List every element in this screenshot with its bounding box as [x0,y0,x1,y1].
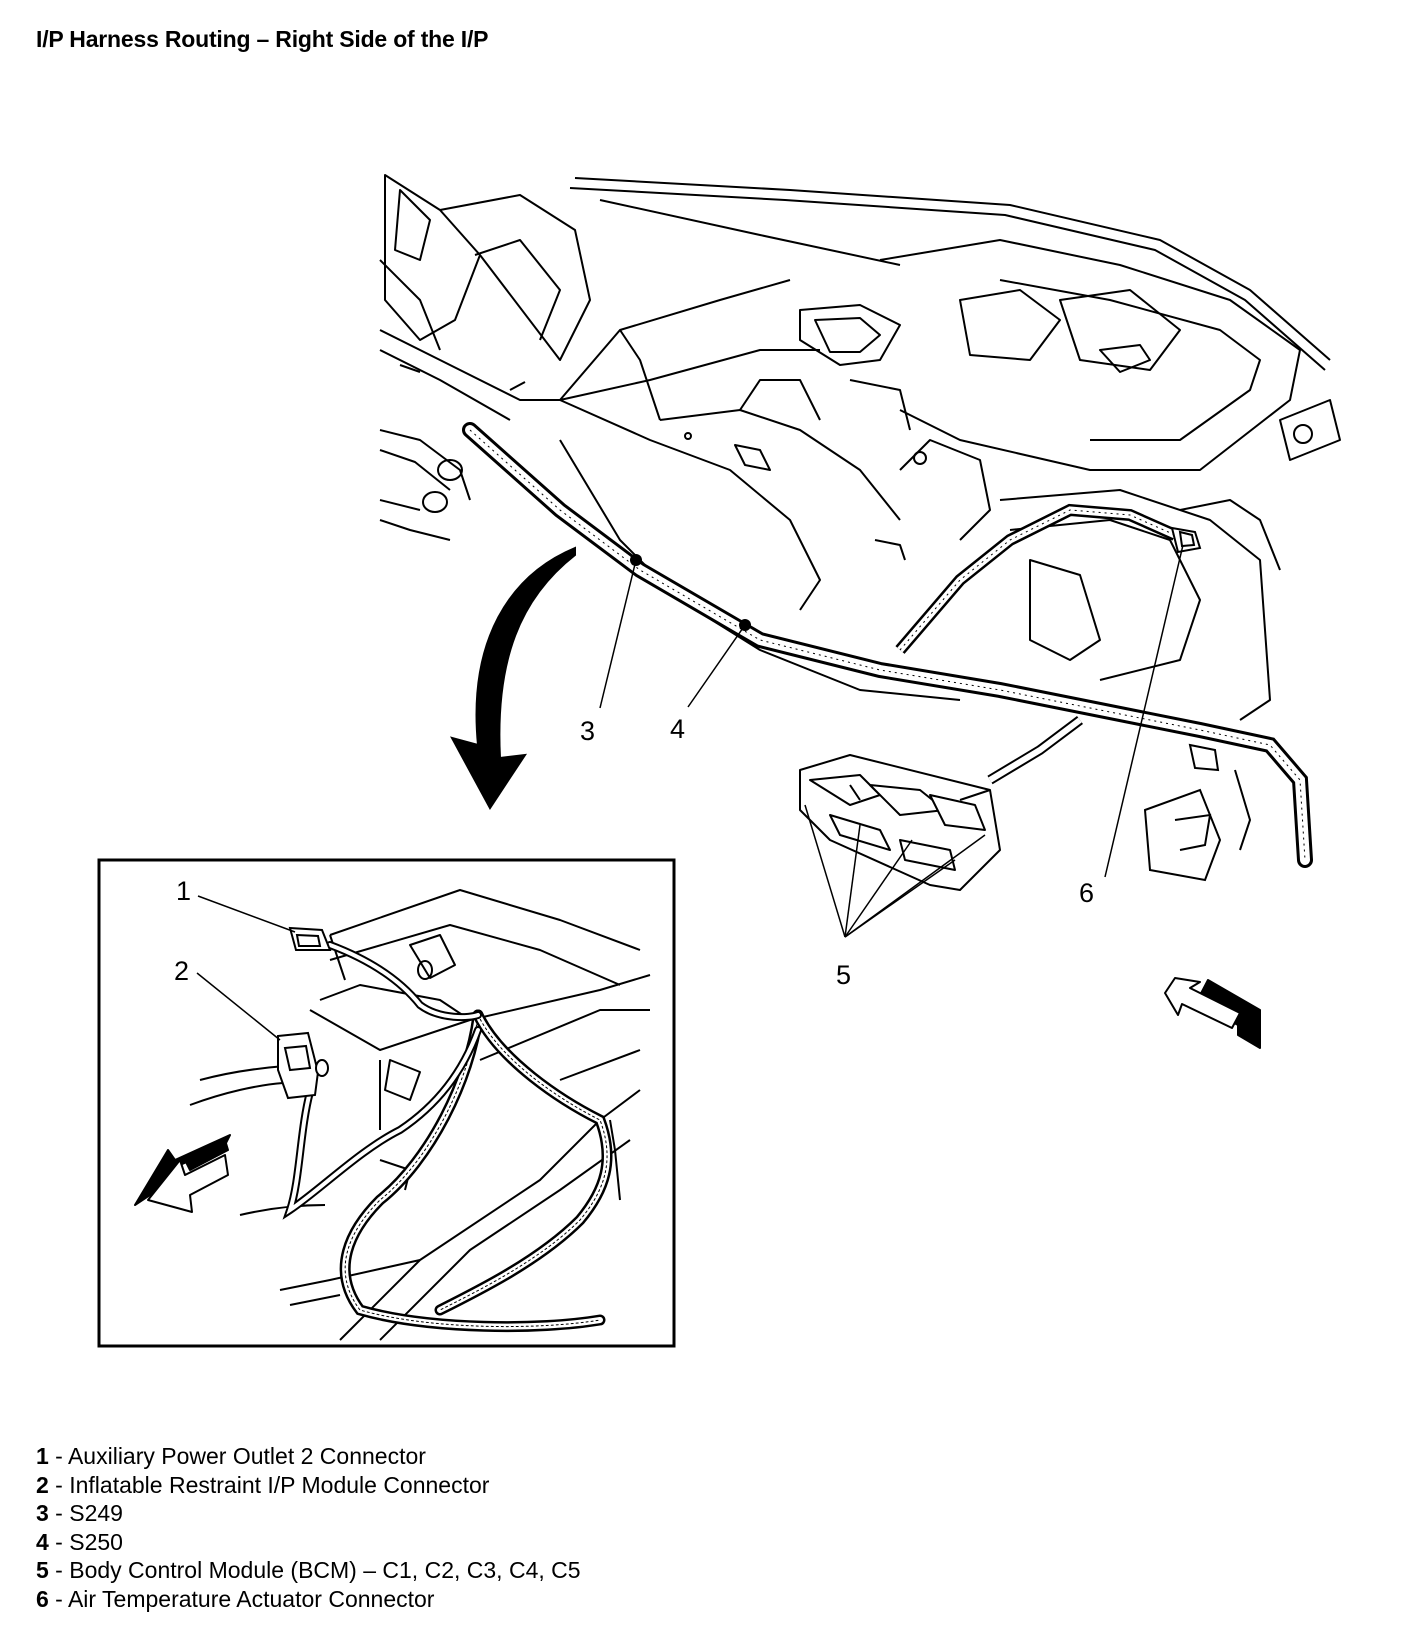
harness-connector-icon [1188,743,1220,772]
instrument-panel-structure [379,174,1341,721]
view-arrow-icon [1164,977,1261,1049]
legend-item: 4 - S250 [36,1528,581,1557]
callout-4: 4 [670,714,685,744]
callout-leaders [599,544,1184,938]
auxiliary-power-outlet-connector [288,926,332,951]
legend-text: - S250 [48,1528,123,1555]
callout-1: 1 [176,876,191,906]
callout-3: 3 [580,716,595,746]
legend-item: 6 - Air Temperature Actuator Connector [36,1585,581,1614]
legend-text: - Body Control Module (BCM) – C1, C2, C3… [48,1557,581,1584]
legend-text: - Air Temperature Actuator Connector [48,1585,435,1612]
legend: 1 - Auxiliary Power Outlet 2 Connector 2… [36,1442,581,1614]
main-wiring-harness [462,422,1313,868]
callout-6: 6 [1079,878,1094,908]
legend-number: 5 [36,1557,49,1584]
legend-text: - Inflatable Restraint I/P Module Connec… [48,1471,490,1498]
legend-item: 3 - S249 [36,1499,581,1528]
legend-item: 5 - Body Control Module (BCM) – C1, C2, … [36,1556,581,1585]
detail-inset: 1 2 [97,858,676,1348]
legend-text: - S249 [48,1500,123,1527]
legend-item: 2 - Inflatable Restraint I/P Module Conn… [36,1471,581,1500]
mounting-bracket [1143,769,1252,882]
page-title: I/P Harness Routing – Right Side of the … [36,26,489,52]
legend-number: 3 [36,1500,49,1527]
callout-2: 2 [174,956,189,986]
legend-number: 4 [36,1528,49,1555]
legend-number: 2 [36,1471,49,1498]
body-control-module [799,754,1001,891]
legend-number: 6 [36,1585,49,1612]
legend-number: 1 [36,1443,49,1469]
legend-item: 1 - Auxiliary Power Outlet 2 Connector [36,1442,581,1471]
direction-arrow-icon [134,1134,231,1213]
inflatable-restraint-connector [277,1031,329,1100]
legend-text: - Auxiliary Power Outlet 2 Connector [48,1443,426,1469]
direction-arrow-icon [450,546,576,810]
harness-connector-icon [1170,526,1202,554]
callout-5: 5 [836,960,851,990]
